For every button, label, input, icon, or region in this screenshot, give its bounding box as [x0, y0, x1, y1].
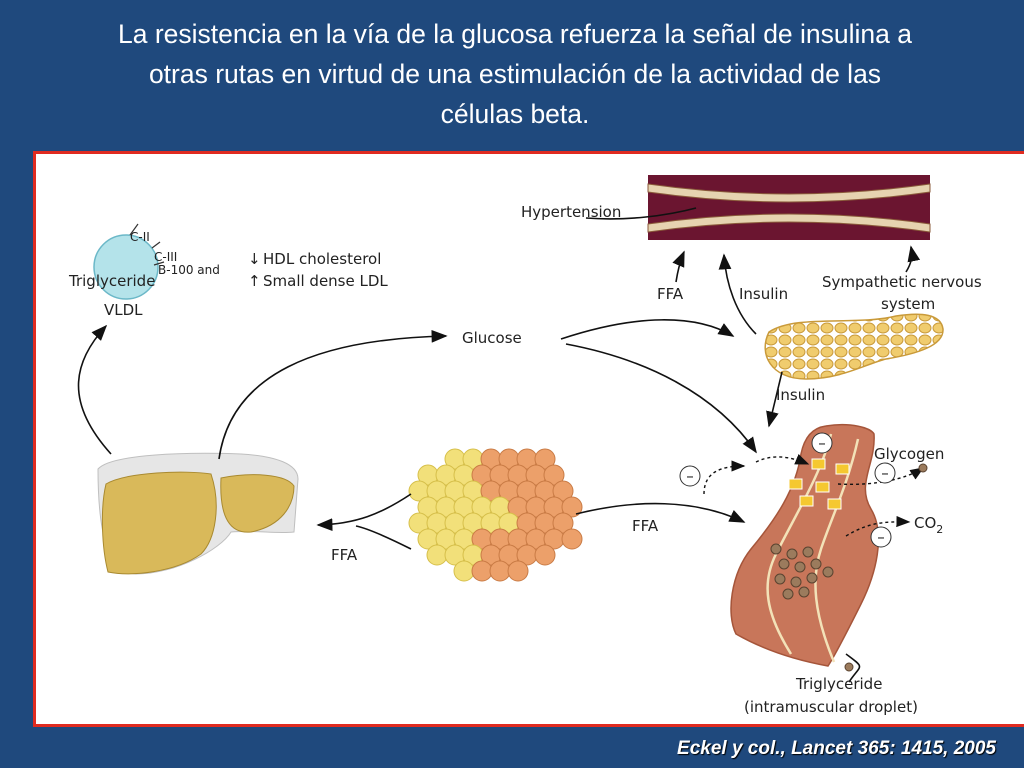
pancreas — [764, 313, 944, 380]
lipid-droplet — [822, 566, 834, 578]
arrow-glucose-to-pancreas — [560, 319, 735, 340]
sympathetic-label-1: Sympathetic nervous — [822, 273, 982, 291]
inhibition-symbol: – — [679, 465, 701, 487]
arrow-liver-to-vldl — [77, 324, 112, 455]
glycogen-granule — [835, 463, 850, 475]
adipocyte — [426, 544, 448, 566]
adipocyte — [489, 560, 511, 582]
inhibition-symbol: – — [874, 462, 896, 484]
adipocyte — [453, 560, 475, 582]
lipid-droplet — [770, 543, 782, 555]
vessel-wall-top — [647, 183, 931, 203]
vldl-particle — [93, 223, 165, 300]
title-line-1: La resistencia en la vía de la glucosa r… — [117, 19, 913, 49]
svg-text:–: – — [818, 434, 826, 452]
lipid-droplet — [802, 546, 814, 558]
apo-b100-label: B-100 and — [158, 263, 220, 277]
insulin-top-label: Insulin — [739, 285, 788, 303]
citation: Eckel y col., Lancet 365: 1415, 2005 — [677, 738, 996, 759]
figure-frame: – – – – Hypertension FFA Insulin Sympath… — [33, 151, 1024, 727]
adipocyte — [534, 448, 556, 470]
svg-text:–: – — [877, 528, 885, 546]
arrow-insulin-to-vessel — [718, 253, 757, 335]
apo-c3-label: C-III — [154, 250, 177, 264]
vessel-wall-bottom — [647, 213, 931, 233]
adipocyte — [543, 464, 565, 486]
leader-hypertension — [585, 207, 697, 220]
blood-vessel — [647, 175, 931, 240]
lipid-droplet — [782, 588, 794, 600]
muscle-fiber-line — [814, 438, 860, 663]
title-line-2: otras rutas en virtud de una estimulació… — [148, 59, 882, 89]
glycogen-granule — [827, 498, 842, 510]
arrow-co2 — [845, 515, 911, 537]
adipocyte — [561, 496, 583, 518]
glycogen-granule — [815, 481, 830, 493]
triglyceride-marker — [844, 662, 854, 672]
ldl-arrow-icon: ↑ — [248, 272, 261, 290]
arrow-adipose-to-muscle — [575, 502, 746, 523]
intramuscular-droplets — [770, 543, 834, 600]
title-line-3: células beta. — [440, 99, 590, 129]
vldl-triglyceride-label: Triglyceride — [68, 272, 155, 290]
lipid-droplet — [794, 561, 806, 573]
metabolism-diagram: – – – – Hypertension FFA Insulin Sympath… — [68, 175, 982, 716]
ffa-top-label: FFA — [657, 285, 684, 303]
skeletal-muscle — [730, 423, 880, 667]
adipocyte — [507, 560, 529, 582]
glycogen-granule — [811, 458, 826, 470]
glycogen-marker — [918, 463, 928, 473]
adipocyte — [561, 528, 583, 550]
hdl-arrow-icon: ↓ — [248, 250, 261, 268]
vldl-label: VLDL — [104, 301, 143, 319]
glycogen-granule — [799, 495, 814, 507]
ffa-muscle-label: FFA — [632, 517, 659, 535]
co2-label: CO2 — [914, 514, 943, 536]
ffa-liver-label: FFA — [331, 546, 358, 564]
adipose-tissue — [408, 448, 583, 582]
vessel-lumen — [648, 175, 930, 240]
triglyceride-label: Triglyceride — [795, 675, 882, 693]
glycogen-label: Glycogen — [874, 445, 944, 463]
adipocyte — [471, 560, 493, 582]
lipid-droplet — [774, 573, 786, 585]
arrow-glucose-to-glycogen — [755, 453, 810, 465]
svg-text:–: – — [686, 467, 694, 485]
arrow-liver-to-glucose — [218, 329, 448, 460]
ldl-label: Small dense LDL — [263, 272, 388, 290]
adipocyte — [552, 512, 574, 534]
intramuscular-droplet-label: (intramuscular droplet) — [744, 698, 918, 716]
svg-text:–: – — [881, 464, 889, 482]
liver — [97, 452, 299, 575]
insulin-pancreas-label: Insulin — [776, 386, 825, 404]
arrow-adipose-to-liver-branch — [355, 525, 412, 550]
arrow-ffa-to-vessel — [672, 250, 685, 283]
sympathetic-label-2: system — [881, 295, 935, 313]
adipocyte — [534, 544, 556, 566]
apo-c2-label: C-II — [130, 230, 150, 244]
hypertension-label: Hypertension — [521, 203, 621, 221]
lipid-droplet — [790, 576, 802, 588]
lipid-droplet — [786, 548, 798, 560]
adipocyte — [552, 480, 574, 502]
lipid-droplet — [798, 586, 810, 598]
leader-triglyceride — [845, 653, 861, 683]
slide-title: La resistencia en la vía de la glucosa r… — [40, 14, 990, 134]
lipid-droplet — [810, 558, 822, 570]
arrow-glucose-to-muscle — [565, 343, 757, 454]
lipid-droplet — [806, 572, 818, 584]
hdl-label: HDL cholesterol — [263, 250, 381, 268]
lipid-droplet — [778, 558, 790, 570]
pathway-arrows — [77, 207, 921, 683]
arrow-glucose-uptake — [703, 460, 746, 495]
arrow-insulin-to-muscle — [766, 371, 783, 428]
arrow-adipose-to-liver — [316, 493, 412, 532]
inhibition-symbol: – — [870, 526, 892, 548]
glycogen-granule — [788, 478, 803, 490]
arrow-sympathetic-to-vessel — [905, 245, 921, 273]
glucose-label: Glucose — [462, 329, 522, 347]
inhibition-symbol: – — [811, 432, 833, 454]
